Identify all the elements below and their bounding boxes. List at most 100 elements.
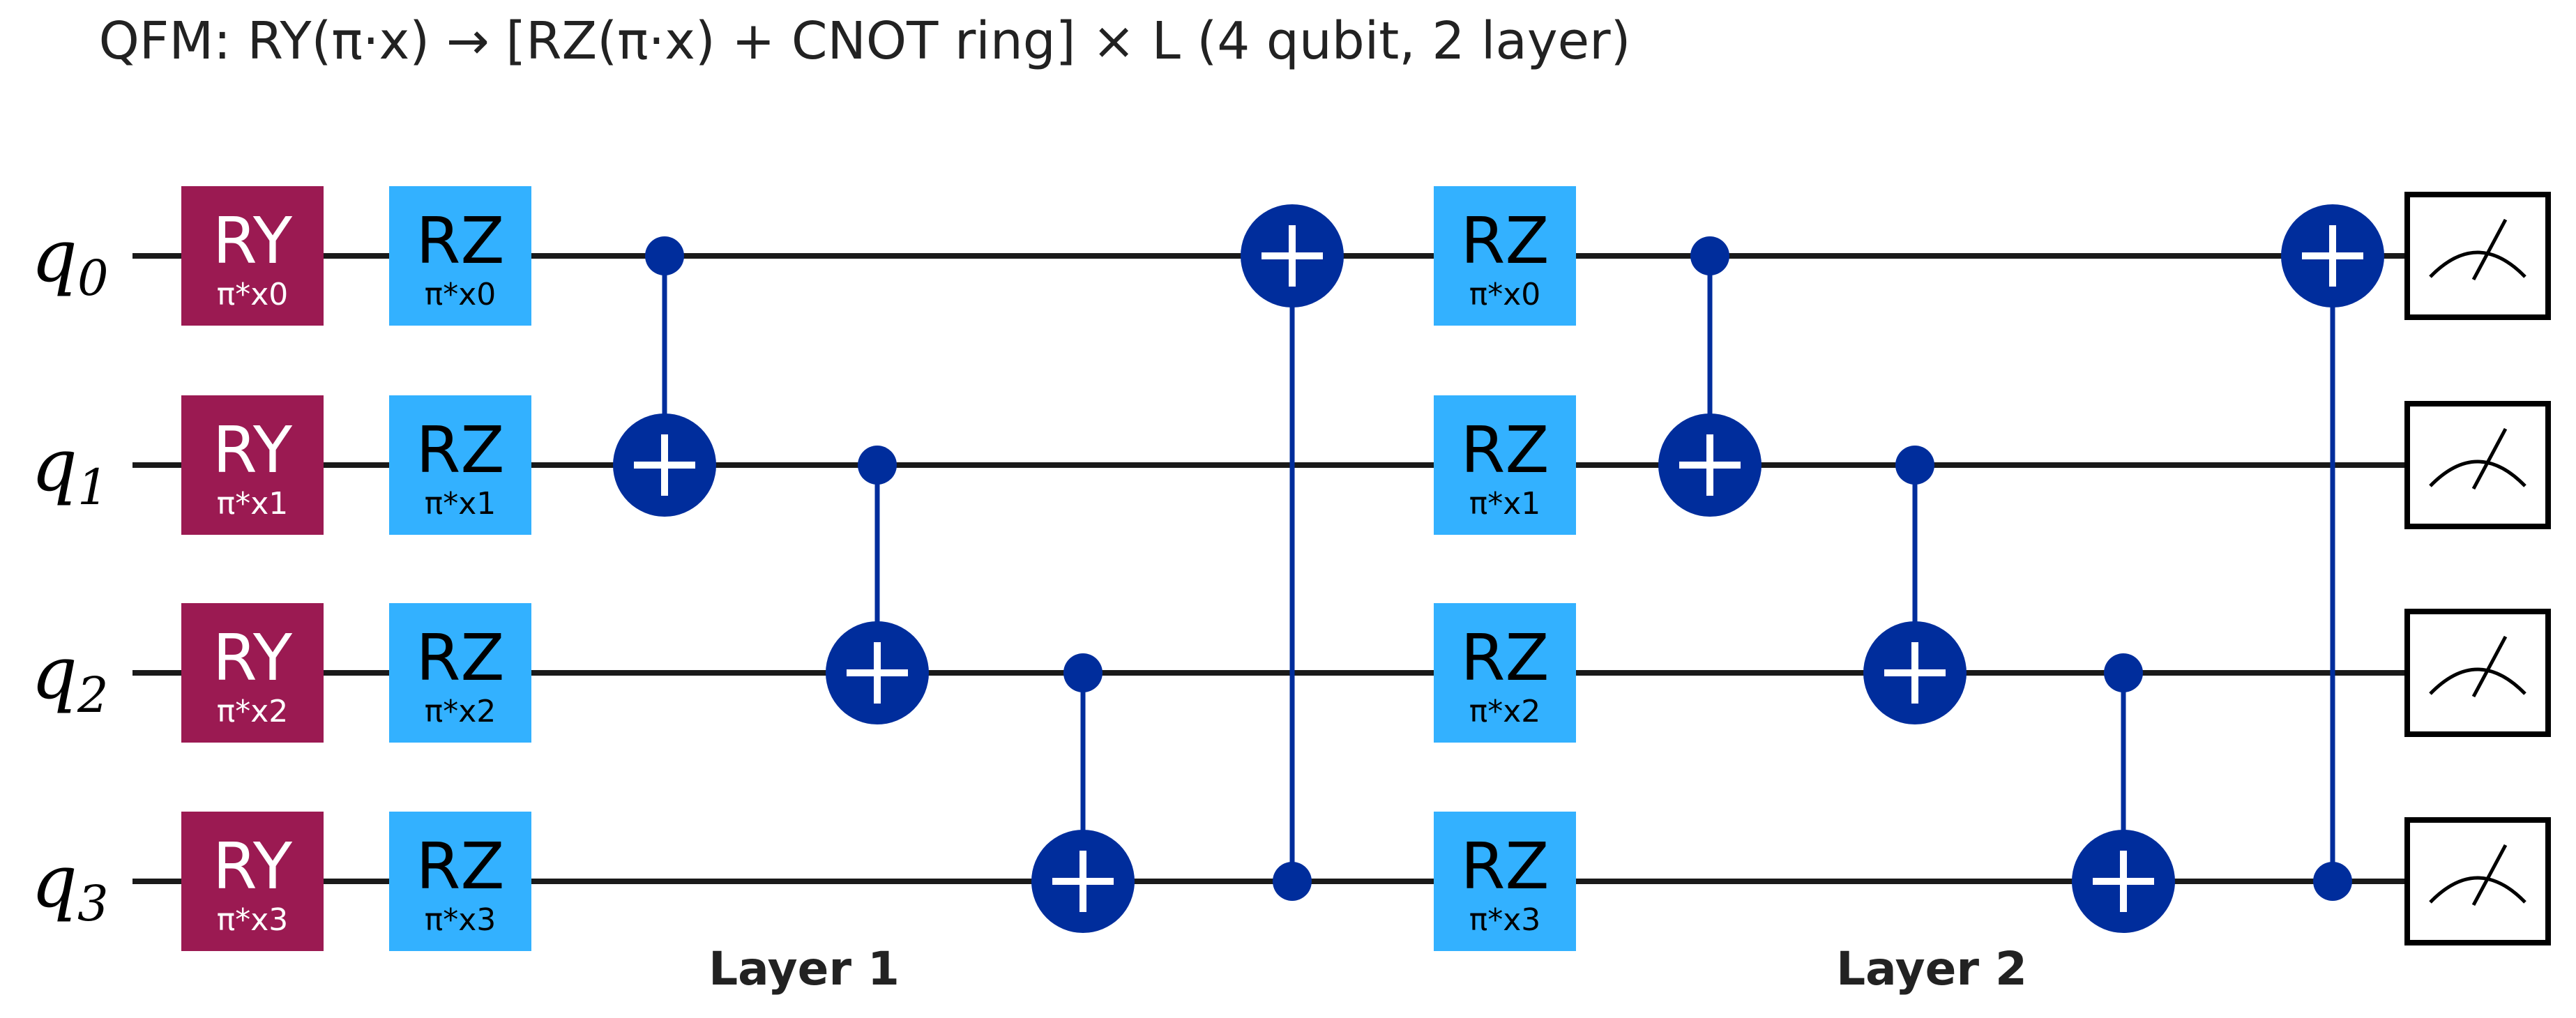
measurements	[2404, 192, 2551, 945]
layer-label: Layer 1	[709, 942, 900, 996]
qubit-label-name: q	[31, 213, 77, 298]
cnot-control-dot	[645, 236, 684, 275]
gate-param: π*x1	[1469, 486, 1541, 522]
gate-label: RZ	[416, 204, 505, 278]
layer-label: Layer 2	[1836, 942, 2027, 996]
gate-label: RZ	[1461, 829, 1550, 904]
gate-param: π*x2	[217, 694, 289, 729]
measure-icon	[2404, 401, 2551, 529]
gate-param: π*x1	[217, 486, 289, 522]
cnot-gate	[1658, 236, 1761, 517]
gate-box	[389, 603, 531, 743]
qubit-label-index: 0	[77, 250, 109, 307]
measure-box	[2404, 609, 2551, 737]
rz-gate: RZπ*x2	[389, 603, 531, 743]
cnot-control-dot	[1895, 446, 1934, 485]
qubit-label-name: q	[31, 839, 77, 924]
ry-gate: RYπ*x0	[181, 186, 324, 326]
gate-param: π*x3	[425, 902, 497, 938]
qubit-wires	[132, 253, 2406, 884]
ry-gate: RYπ*x2	[181, 603, 324, 743]
cnot-control-dot	[1273, 862, 1312, 901]
measure-box	[2404, 817, 2551, 945]
gate-box	[181, 395, 324, 535]
gate-box	[389, 812, 531, 951]
rz-gate: RZπ*x0	[389, 186, 531, 326]
gate-box	[1434, 395, 1576, 535]
gate-box	[181, 186, 324, 326]
measure-icon	[2404, 192, 2551, 320]
gate-label: RZ	[1461, 621, 1550, 695]
cnot-control-dot	[2104, 653, 2143, 692]
qubit-label: q2	[31, 630, 108, 724]
meter-arc	[2429, 876, 2526, 904]
qubit-label-index: 1	[77, 459, 109, 516]
gate-param: π*x2	[1469, 694, 1541, 729]
cnot-gate	[1863, 446, 1967, 724]
cnot-gate	[613, 236, 716, 517]
measure-icon	[2404, 609, 2551, 737]
gate-box	[389, 395, 531, 535]
gate-box	[181, 812, 324, 951]
meter-needle	[2471, 218, 2508, 281]
meter-needle	[2471, 427, 2508, 490]
layer-labels: Layer 1 Layer 2	[709, 942, 2027, 996]
rz-gate: RZπ*x3	[1434, 812, 1576, 951]
circuit-title: QFM: RY(π·x) → [RZ(π·x) + CNOT ring] × L…	[99, 11, 1631, 71]
qubit-label: q1	[31, 423, 108, 516]
qubit-label-name: q	[31, 630, 77, 715]
gate-box	[181, 603, 324, 743]
rz-gate: RZπ*x0	[1434, 186, 1576, 326]
cnot-control-dot	[1690, 236, 1729, 275]
gate-label: RZ	[416, 829, 505, 904]
gate-box	[389, 186, 531, 326]
gate-label: RZ	[1461, 413, 1550, 487]
qubit-label-index: 2	[77, 667, 109, 724]
cnot-gate	[2072, 653, 2175, 933]
measure-icon	[2404, 817, 2551, 945]
gate-label: RZ	[416, 621, 505, 695]
ry-gate: RYπ*x3	[181, 812, 324, 951]
meter-arc	[2429, 250, 2526, 278]
cnot-gates	[613, 204, 2384, 933]
gate-label: RY	[213, 621, 293, 695]
meter-needle	[2471, 635, 2508, 698]
gate-label: RY	[213, 204, 293, 278]
rz-gate: RZπ*x1	[1434, 395, 1576, 535]
meter-arc	[2429, 667, 2526, 695]
cnot-control-dot	[2313, 862, 2352, 901]
qubit-label-index: 3	[77, 875, 109, 932]
gate-param: π*x2	[425, 694, 497, 729]
meter-needle	[2471, 844, 2508, 906]
measure-box	[2404, 192, 2551, 320]
gate-label: RZ	[416, 413, 505, 487]
gate-label: RY	[213, 829, 293, 904]
gate-label: RZ	[1461, 204, 1550, 278]
gate-label: RY	[213, 413, 293, 487]
rz-gate: RZπ*x1	[389, 395, 531, 535]
ry-gate: RYπ*x1	[181, 395, 324, 535]
gate-box	[1434, 603, 1576, 743]
rz-gate: RZπ*x3	[389, 812, 531, 951]
meter-arc	[2429, 459, 2526, 487]
gate-param: π*x0	[217, 277, 289, 312]
gate-param: π*x0	[425, 277, 497, 312]
gate-param: π*x3	[217, 902, 289, 938]
gate-param: π*x1	[425, 486, 497, 522]
qubit-label: q0	[31, 213, 108, 307]
gate-box	[1434, 812, 1576, 951]
measure-box	[2404, 401, 2551, 529]
cnot-gate	[1241, 204, 1344, 901]
gate-box	[1434, 186, 1576, 326]
qubit-label-name: q	[31, 423, 77, 508]
cnot-control-dot	[1063, 653, 1103, 692]
cnot-gate	[2281, 204, 2384, 901]
rotation-gates: RYπ*x0RYπ*x1RYπ*x2RYπ*x3RZπ*x0RZπ*x1RZπ*…	[181, 186, 1576, 951]
cnot-gate	[1031, 653, 1135, 933]
qubit-label: q3	[31, 839, 108, 932]
cnot-gate	[826, 446, 929, 724]
gate-param: π*x3	[1469, 902, 1541, 938]
rz-gate: RZπ*x2	[1434, 603, 1576, 743]
